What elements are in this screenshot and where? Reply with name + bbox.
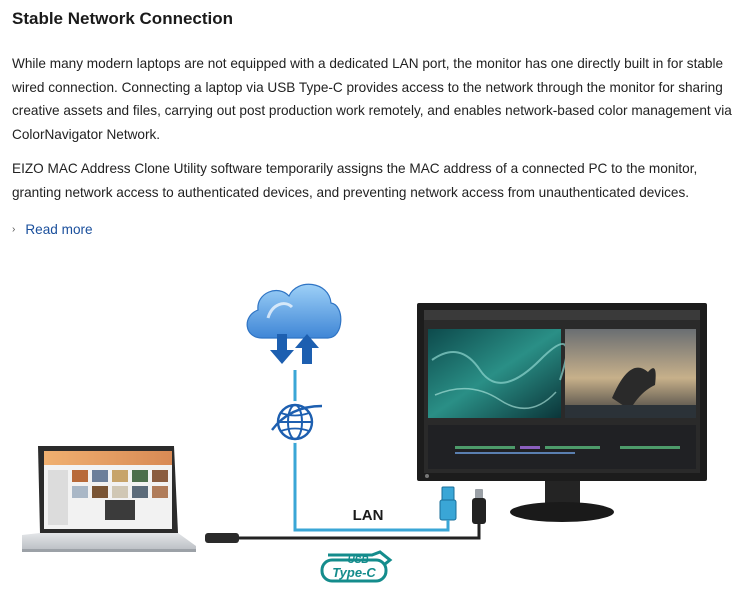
monitor <box>417 303 707 522</box>
read-more-link[interactable]: › Read more <box>12 222 93 237</box>
upload-download-arrows-icon <box>270 334 319 364</box>
read-more-label: Read more <box>25 222 93 237</box>
lan-label: LAN <box>353 507 384 524</box>
laptop <box>22 446 196 552</box>
lan-connector-icon <box>439 486 457 524</box>
lan-cable <box>293 370 450 532</box>
usb-c-connector-icon <box>472 489 486 524</box>
usb-c-plug <box>205 533 239 543</box>
usb-c-cable <box>238 524 481 540</box>
mac-clone-paragraph: EIZO MAC Address Clone Utility software … <box>12 161 698 200</box>
network-connection-diagram: LAN USB Type-C <box>22 283 707 583</box>
usb-type-c-logo: USB Type-C <box>320 550 393 583</box>
chevron-right-icon: › <box>12 224 16 235</box>
section-title: Stable Network Connection <box>12 9 234 28</box>
intro-paragraph: While many modern laptops are not equipp… <box>12 56 732 142</box>
globe-icon <box>271 401 323 443</box>
usb-logo-bottom-text: Type-C <box>332 565 376 580</box>
usb-logo-top-text: USB <box>347 555 368 566</box>
cloud-icon <box>246 283 342 339</box>
